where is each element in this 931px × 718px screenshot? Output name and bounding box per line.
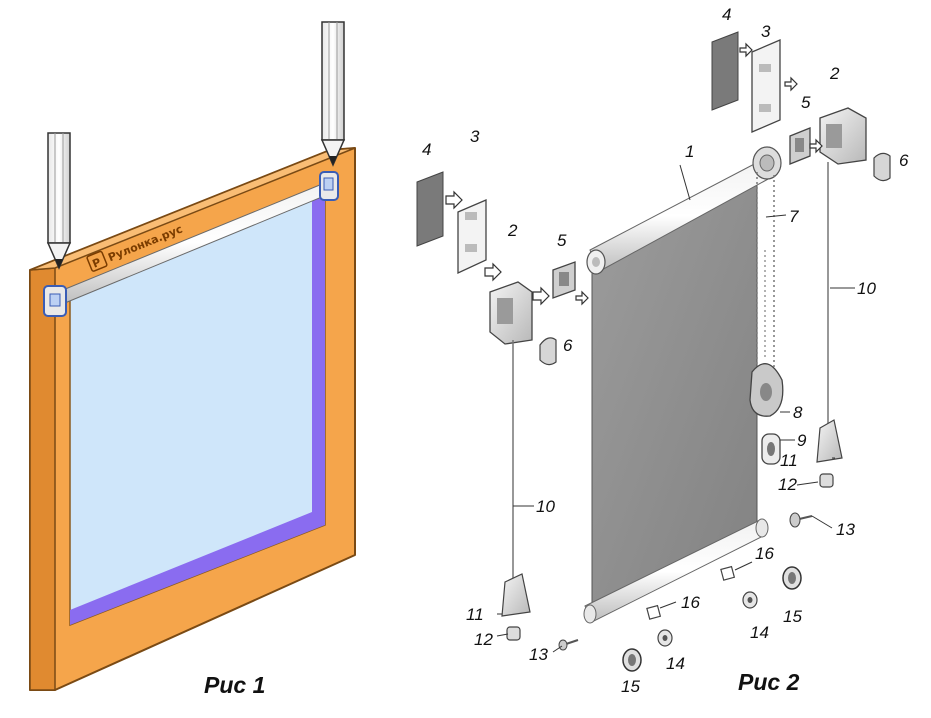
- screw-right-icon: [789, 512, 813, 528]
- washer-right-icon: [742, 591, 758, 609]
- sticker-left-icon: [646, 604, 662, 620]
- adhesive-tape-left-icon: [416, 171, 444, 247]
- assembly-arrows: [445, 42, 823, 306]
- magnet-right-icon: [782, 566, 802, 590]
- callout-6-right: 6: [899, 151, 909, 170]
- chain-weight-icon: [749, 363, 784, 417]
- adapter-left-icon: [552, 261, 576, 299]
- clutch-mechanism-icon: [752, 146, 782, 180]
- callout-11-left: 11: [466, 605, 484, 624]
- callout-numbers: 1 2 2 3 3 4 4 5 5 6 6 7 8 9 10 10 11 11 …: [422, 5, 909, 696]
- callout-4-right: 4: [722, 5, 731, 24]
- left-bracket-2-icon: [489, 281, 533, 345]
- sticker-right-icon: [720, 565, 736, 581]
- mounting-plate-right-icon: [751, 39, 781, 133]
- callout-2-left: 2: [507, 221, 518, 240]
- figure-2: 1 2 2 3 3 4 4 5 5 6 6 7 8 9 10 10 11 11 …: [416, 5, 909, 696]
- tensioner-left-icon: [501, 573, 531, 617]
- callout-12-left: 12: [474, 630, 493, 649]
- callout-10-left: 10: [536, 497, 555, 516]
- figure-1: P Рулонка.рус Рис 1: [29, 21, 356, 698]
- window-reveal-bottom: [70, 512, 325, 625]
- callout-3-right: 3: [761, 22, 771, 41]
- mounting-plate-left-icon: [457, 199, 487, 275]
- washer-left-icon: [657, 629, 673, 647]
- callout-15-left: 15: [621, 677, 640, 696]
- callout-12-right: 12: [778, 475, 797, 494]
- right-bracket-2-icon: [819, 107, 867, 165]
- left-bracket-icon: [43, 285, 67, 317]
- bead-chain: [756, 172, 775, 390]
- window-reveal: [312, 195, 325, 528]
- window-frame-side: [29, 267, 56, 691]
- callout-10-right: 10: [857, 279, 876, 298]
- leader-lines: [496, 164, 855, 653]
- callout-14-right: 14: [750, 623, 769, 642]
- tensioner-right-icon: [816, 419, 843, 463]
- callout-6-left: 6: [563, 336, 573, 355]
- adapter-right-icon: [789, 127, 811, 165]
- callout-5-left: 5: [557, 231, 567, 250]
- pencil-left-icon: [46, 132, 72, 270]
- chain-stopper-icon: [761, 433, 781, 465]
- callout-9: 9: [797, 431, 807, 450]
- callout-1: 1: [685, 142, 694, 161]
- callout-16-left: 16: [681, 593, 700, 612]
- callout-16-right: 16: [755, 544, 774, 563]
- magnet-left-icon: [622, 648, 642, 672]
- cap-right-icon: [819, 473, 834, 488]
- callout-8: 8: [793, 403, 803, 422]
- window-frame-top: [29, 147, 356, 271]
- callout-14-left: 14: [666, 654, 685, 673]
- callout-13-left: 13: [529, 645, 548, 664]
- cap-left-icon: [506, 626, 521, 641]
- right-bracket-icon: [319, 171, 339, 201]
- adhesive-tape-right-icon: [711, 31, 739, 111]
- safety-clip-right-icon: [873, 152, 891, 182]
- callout-3-left: 3: [470, 127, 480, 146]
- safety-clip-left-icon: [539, 337, 557, 366]
- screw-left-icon: [558, 639, 579, 651]
- callout-2-right: 2: [829, 64, 840, 83]
- callout-7: 7: [789, 207, 799, 226]
- callout-4-left: 4: [422, 140, 431, 159]
- figure-2-caption: Рис 2: [738, 669, 800, 695]
- pencil-right-icon: [320, 21, 346, 167]
- callout-15-right: 15: [783, 607, 802, 626]
- callout-11-right: 11: [780, 451, 798, 470]
- callout-13-right: 13: [836, 520, 855, 539]
- figure-1-caption: Рис 1: [204, 672, 265, 698]
- callout-5-right: 5: [801, 93, 811, 112]
